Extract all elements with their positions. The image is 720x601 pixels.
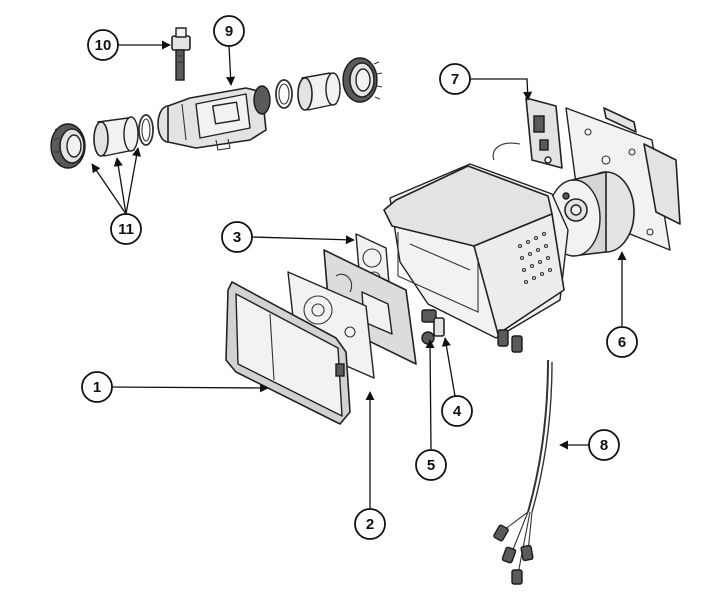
callout-5-label: 5 bbox=[427, 457, 435, 474]
callout-6: 6 bbox=[606, 326, 638, 358]
callout-2: 2 bbox=[354, 508, 386, 540]
circuit-board bbox=[492, 97, 563, 169]
callout-8: 8 bbox=[588, 429, 620, 461]
fitting-part-4 bbox=[421, 309, 445, 337]
callout-1: 1 bbox=[81, 371, 113, 403]
control-housing bbox=[383, 163, 569, 353]
leader-lines bbox=[91, 40, 627, 509]
callout-9-label: 9 bbox=[225, 23, 233, 40]
callout-9: 9 bbox=[213, 15, 245, 47]
callout-11: 11 bbox=[110, 213, 142, 245]
callout-3-label: 3 bbox=[233, 229, 241, 246]
callout-10-label: 10 bbox=[95, 37, 112, 54]
callout-7: 7 bbox=[439, 63, 471, 95]
callout-1-label: 1 bbox=[93, 379, 101, 396]
callout-7-label: 7 bbox=[451, 71, 459, 88]
fitting-part-5 bbox=[421, 331, 435, 345]
left-o-ring bbox=[138, 114, 154, 146]
wiring-harness bbox=[493, 359, 553, 585]
callout-3: 3 bbox=[221, 221, 253, 253]
test-valve bbox=[171, 27, 191, 81]
callout-10: 10 bbox=[87, 29, 119, 61]
callout-8-label: 8 bbox=[600, 437, 608, 454]
left-connector-nut bbox=[50, 123, 86, 169]
right-adapter-sleeve bbox=[297, 72, 341, 111]
callout-11-label: 11 bbox=[118, 221, 134, 238]
front-cover bbox=[225, 281, 351, 425]
valve-body bbox=[157, 85, 271, 151]
left-adapter-sleeve bbox=[93, 116, 139, 157]
right-connector-nut bbox=[342, 57, 383, 103]
callout-6-label: 6 bbox=[618, 334, 626, 351]
right-o-ring bbox=[275, 79, 293, 109]
callout-5: 5 bbox=[415, 449, 447, 481]
vent-holes bbox=[517, 231, 553, 285]
callout-4-label: 4 bbox=[453, 403, 462, 420]
callout-4: 4 bbox=[441, 395, 473, 427]
callout-2-label: 2 bbox=[366, 516, 374, 533]
